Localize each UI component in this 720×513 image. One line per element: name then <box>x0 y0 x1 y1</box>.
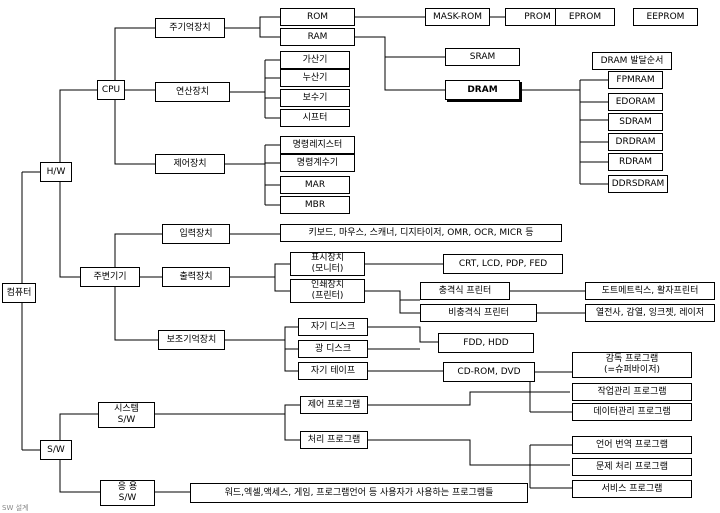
node-main-memory: 주기억장치 <box>155 18 225 38</box>
node-control-item: 명령레지스터 <box>280 136 355 154</box>
node-peripheral: 주변기기 <box>80 267 140 287</box>
node-storage-unit: 보조기억장치 <box>158 330 225 350</box>
node-sw: S/W <box>40 440 72 460</box>
node-rom-type: EPROM <box>555 8 615 26</box>
node-dram-type: DRDRAM <box>608 133 663 151</box>
node-dram-type: RDRAM <box>608 153 663 171</box>
node-optical-types: CD-ROM, DVD <box>443 362 535 382</box>
node-impact-printer: 충격식 프린터 <box>420 282 510 300</box>
node-application-examples: 워드,엑셀,액세스, 게임, 프로그램언어 등 사용자가 사용하는 프로그램들 <box>190 483 528 503</box>
node-dram-history-title: DRAM 발달순서 <box>592 52 672 70</box>
footer-text: SW 설계 <box>2 503 29 512</box>
node-rom-type: EEPROM <box>633 8 698 26</box>
node-control-program: 제어 프로그램 <box>300 396 368 414</box>
node-input-unit: 입력장치 <box>162 224 230 244</box>
node-ram: RAM <box>280 28 355 46</box>
node-display-types: CRT, LCD, PDP, FED <box>443 254 563 274</box>
node-rom: ROM <box>280 8 355 26</box>
node-dram-type: SDRAM <box>608 113 663 131</box>
node-input-devices: 키보드, 마우스, 스캐너, 디지타이저, OMR, OCR, MICR 등 <box>280 224 562 242</box>
node-nonimpact-types: 열전사, 감열, 잉크젯, 레이저 <box>585 304 715 322</box>
node-control-unit: 제어장치 <box>155 154 225 174</box>
node-sram: SRAM <box>445 48 520 66</box>
node-storage-item: 자기 테이프 <box>298 362 368 380</box>
node-application-sw: 응 용 S/W <box>100 480 155 506</box>
node-display: 표시장치 (모니터) <box>290 252 365 276</box>
node-nonimpact-printer: 비충격식 프린터 <box>420 304 537 322</box>
node-hw: H/W <box>40 162 72 182</box>
node-dram: DRAM <box>445 80 520 100</box>
node-alu-item: 누산기 <box>280 69 350 87</box>
node-alu-item: 가산기 <box>280 51 350 69</box>
node-disk-types: FDD, HDD <box>438 333 534 353</box>
node-processing-program: 처리 프로그램 <box>300 431 368 449</box>
node-printer: 인쇄장치 (프린터) <box>290 279 365 303</box>
node-output-unit: 출력장치 <box>162 267 230 287</box>
node-alu-item: 보수기 <box>280 89 350 107</box>
node-cpu: CPU <box>97 80 125 100</box>
node-supervisor-program: 감독 프로그램 (=슈퍼바이저) <box>572 352 692 378</box>
node-language-translator: 언어 번역 프로그램 <box>572 436 692 454</box>
node-control-item: 명령계수기 <box>280 154 355 172</box>
node-data-management-program: 데이터관리 프로그램 <box>572 403 692 421</box>
node-problem-processing: 문제 처리 프로그램 <box>572 458 692 476</box>
node-dram-type: EDORAM <box>608 93 663 111</box>
node-dram-type: DDRSDRAM <box>608 175 668 193</box>
node-control-item: MAR <box>280 176 350 194</box>
node-computer: 컴퓨터 <box>2 283 36 303</box>
node-dram-type: FPMRAM <box>608 71 663 89</box>
node-storage-item: 광 디스크 <box>298 340 368 358</box>
node-alu-item: 시프터 <box>280 109 350 127</box>
node-system-sw: 시스템 S/W <box>98 402 155 428</box>
node-rom-type: MASK-ROM <box>425 8 490 26</box>
node-control-item: MBR <box>280 196 350 214</box>
node-job-management-program: 작업관리 프로그램 <box>572 383 692 401</box>
node-alu: 연산장치 <box>155 82 230 102</box>
node-impact-types: 도트메트릭스, 활자프린터 <box>585 282 715 300</box>
node-service-program: 서비스 프로그램 <box>572 480 692 498</box>
node-storage-item: 자기 디스크 <box>298 318 368 336</box>
